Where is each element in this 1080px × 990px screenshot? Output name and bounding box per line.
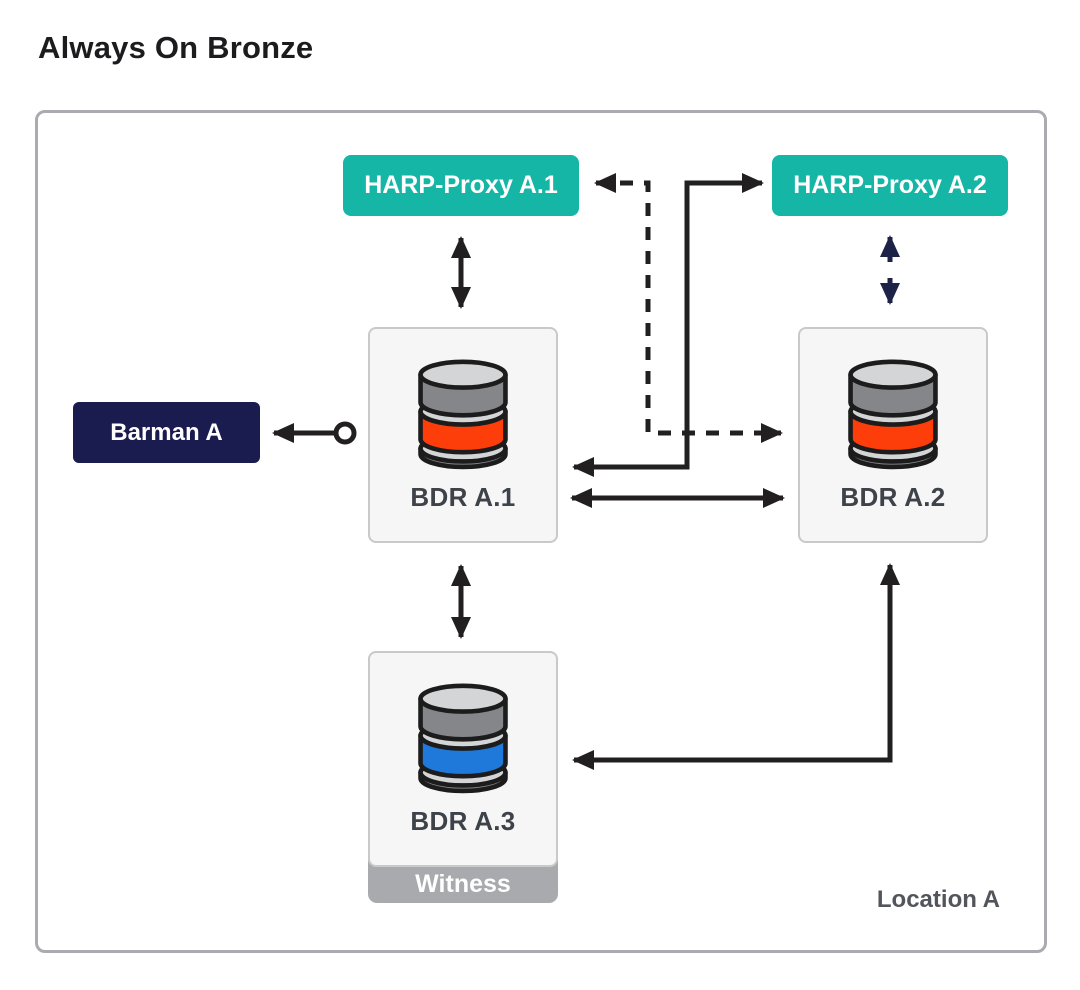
witness-badge: Witness: [415, 870, 511, 898]
database-icon: [848, 359, 938, 470]
bdr-a2-label: BDR A.2: [840, 481, 946, 512]
harp-proxy-a2-label: HARP-Proxy A.2: [793, 171, 987, 199]
barman-a-label: Barman A: [110, 418, 223, 446]
location-label: Location A: [876, 886, 1000, 913]
bdr-a3-label: BDR A.3: [410, 805, 516, 836]
diagram-title: Always On Bronze: [38, 30, 314, 65]
database-icon: [418, 683, 508, 794]
node-barman-a: Barman A: [73, 402, 260, 463]
node-bdr-a2: BDR A.2: [798, 327, 988, 543]
database-icon: [418, 359, 508, 470]
node-harp-proxy-a2: HARP-Proxy A.2: [772, 155, 1008, 216]
bdr-a1-label: BDR A.1: [410, 481, 516, 512]
bdr-a3-card: BDR A.3: [368, 651, 558, 867]
node-bdr-a1: BDR A.1: [368, 327, 558, 543]
node-bdr-a3: BDR A.3 Witness: [368, 651, 558, 903]
node-harp-proxy-a1: HARP-Proxy A.1: [343, 155, 579, 216]
harp-proxy-a1-label: HARP-Proxy A.1: [364, 171, 558, 199]
